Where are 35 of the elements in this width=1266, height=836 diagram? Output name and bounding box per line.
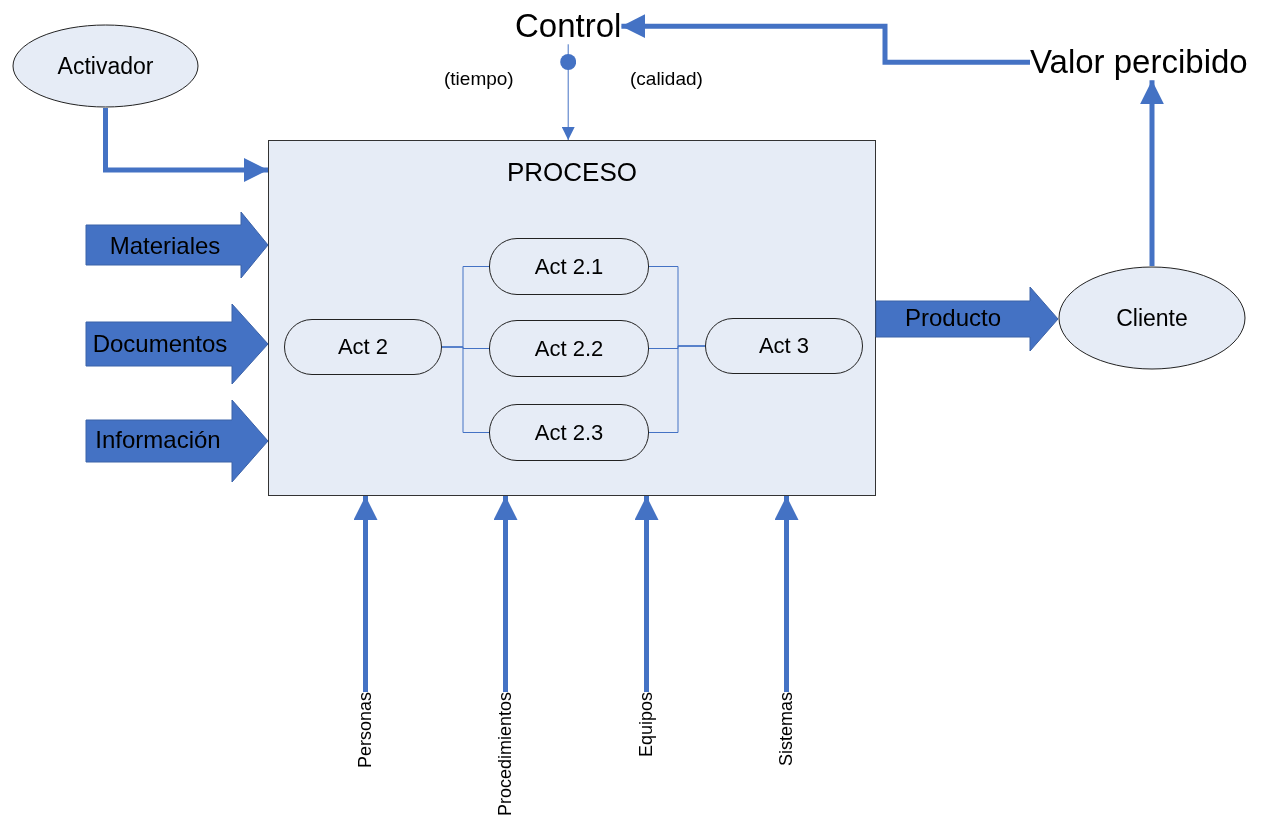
activity-box: Act 2.3	[489, 404, 649, 461]
node-text: Equipos	[636, 692, 657, 758]
arrow	[103, 108, 268, 182]
process-box	[268, 140, 876, 496]
arrow	[560, 43, 576, 141]
oval-node: Activador	[12, 24, 199, 108]
edge-label: Información	[95, 426, 221, 454]
activity-box: Act 3	[705, 318, 863, 374]
activity-box: Act 2.1	[489, 238, 649, 295]
note-text: (tiempo)	[444, 68, 514, 90]
arrow	[774, 496, 799, 692]
connector-line	[648, 345, 706, 433]
activity-box: Act 2	[284, 319, 442, 375]
block-arrow	[85, 211, 269, 279]
node-text: Control	[515, 8, 622, 45]
connector-line	[441, 346, 490, 433]
edge-label: Documentos	[92, 330, 228, 358]
arrow	[621, 14, 1030, 65]
node-text: Procedimientos	[495, 692, 516, 817]
process-title: PROCESO	[506, 157, 638, 188]
block-arrow	[85, 399, 269, 483]
arrow	[353, 496, 378, 692]
oval-node: Cliente	[1058, 266, 1246, 370]
node-text: Valor percibido	[1030, 44, 1248, 81]
edge-label: Producto	[904, 304, 1002, 332]
node-text: Sistemas	[776, 692, 797, 767]
node-text: Personas	[355, 692, 376, 769]
edge-label: Materiales	[109, 232, 221, 260]
activity-box: Act 2.2	[489, 320, 649, 377]
arrow	[1140, 80, 1164, 266]
note-text: (calidad)	[630, 68, 703, 90]
arrow	[493, 496, 518, 692]
block-arrow	[85, 303, 269, 385]
block-arrow	[875, 286, 1059, 352]
arrow	[634, 496, 659, 692]
